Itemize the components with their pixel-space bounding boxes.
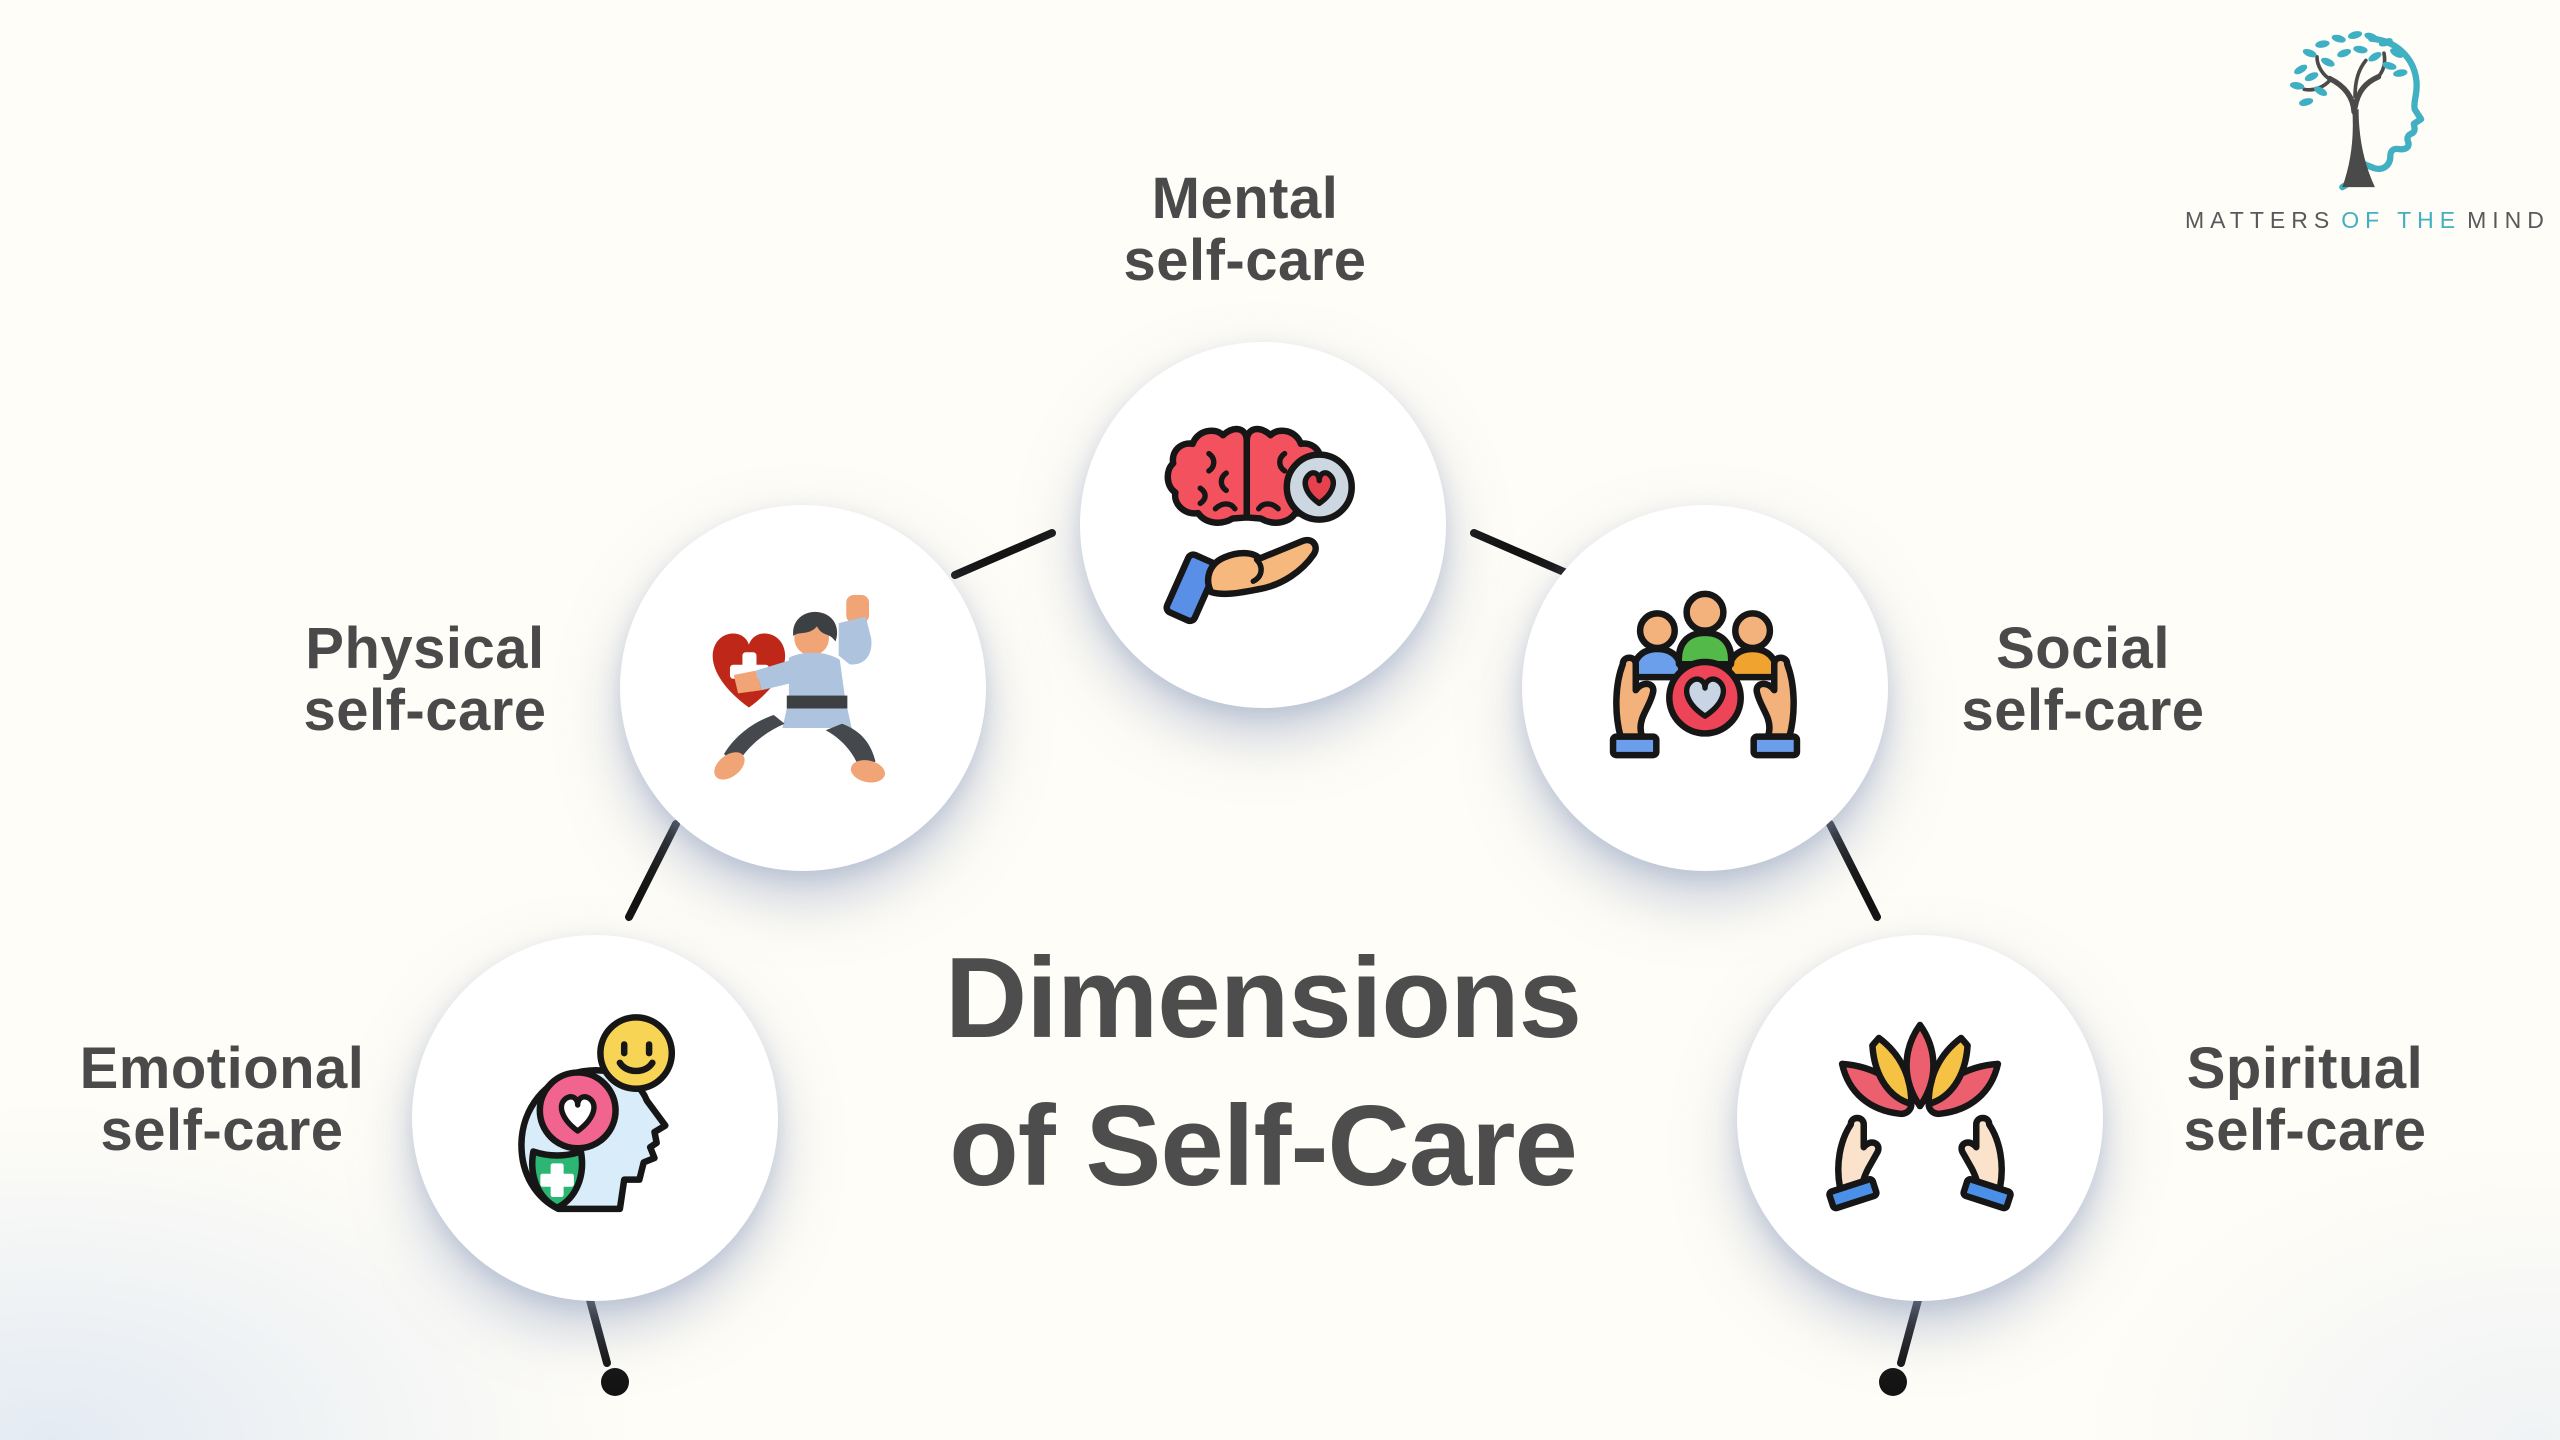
label-physical: Physical self-care — [303, 616, 547, 743]
connector-segment — [1470, 529, 1575, 579]
martial-artist-holding-heart-icon — [712, 594, 885, 783]
label-social: Social self-care — [1961, 616, 2205, 743]
connector-segment — [1826, 820, 1881, 921]
node-emotional — [412, 935, 778, 1301]
logo-word-matters: MATTERS — [2185, 207, 2336, 233]
connector-segment — [1897, 1296, 1922, 1367]
tree-head-logo-icon — [2185, 26, 2525, 203]
connector-endpoint-dot — [1879, 1368, 1907, 1396]
logo-word-mind: MIND — [2467, 207, 2550, 233]
node-physical — [620, 505, 986, 871]
label-mental: Mental self-care — [1123, 166, 1367, 293]
node-social — [1522, 505, 1888, 871]
label-emotional: Emotional self-care — [79, 1036, 365, 1163]
connector-segment — [625, 820, 680, 921]
connector-segment — [951, 529, 1056, 579]
node-mental — [1080, 342, 1446, 708]
label-spiritual: Spiritual self-care — [2183, 1036, 2427, 1163]
connector-endpoint-dot — [601, 1368, 629, 1396]
logo-word-of-the: OF THE — [2341, 207, 2462, 233]
node-spiritual — [1737, 935, 2103, 1301]
page-title: Dimensions of Self-Care — [944, 935, 1582, 1210]
brain-with-heart-in-hand-icon — [1163, 425, 1355, 625]
hands-holding-lotus-icon — [1826, 1021, 2014, 1212]
connector-segment — [586, 1296, 611, 1367]
hands-holding-people-heart-icon — [1609, 590, 1801, 759]
head-profile-smiley-heart-shield-icon — [518, 1014, 676, 1213]
